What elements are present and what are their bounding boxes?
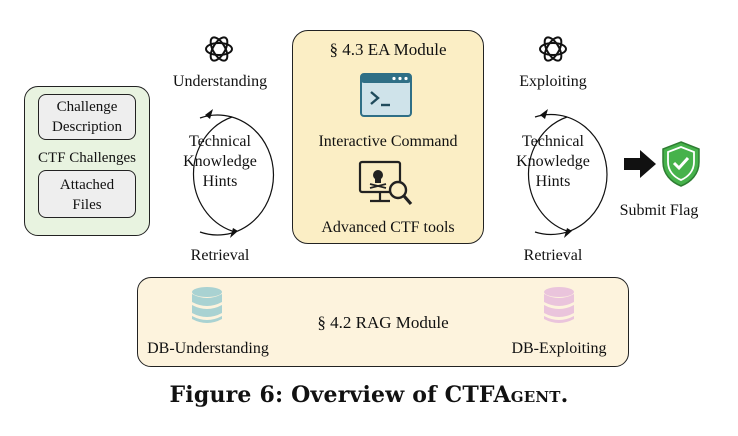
database-icon-understanding <box>192 287 222 323</box>
challenge-description-line2: Description <box>52 119 122 135</box>
openai-logo-icon <box>205 36 233 62</box>
caption-suffix: . <box>560 382 569 408</box>
exploiting-label: Exploiting <box>519 73 587 90</box>
caption-smallcaps: gent <box>510 382 561 408</box>
ea-module-title: § 4.3 EA Module <box>329 40 447 59</box>
attached-files-line2: Files <box>72 197 102 213</box>
challenge-description-card <box>38 94 136 140</box>
ea-module-panel <box>292 30 484 244</box>
db-understanding-label: DB-Understanding <box>147 340 269 357</box>
challenge-description-line1: Challenge <box>56 99 118 115</box>
shield-check-icon <box>662 141 700 187</box>
right-hints-line2: Knowledge <box>516 153 590 170</box>
security-tools-icon <box>358 160 413 206</box>
left-hints-line3: Hints <box>202 173 238 190</box>
right-hints-line1: Technical <box>522 133 584 150</box>
attached-files-card <box>38 170 136 218</box>
caption-prefix: Figure 6: Overview of CTFA <box>169 382 511 408</box>
database-icon-exploiting <box>544 287 574 323</box>
right-hints-line3: Hints <box>535 173 571 190</box>
left-hints-line2: Knowledge <box>183 153 257 170</box>
understanding-label: Understanding <box>172 73 268 90</box>
advanced-ctf-tools-label: Advanced CTF tools <box>321 219 455 236</box>
interactive-command-label: Interactive Command <box>318 133 458 150</box>
right-loop-circle <box>527 109 608 238</box>
figure-caption: Figure 6: Overview of CTFAgent. <box>0 382 738 408</box>
ctf-challenges-label: CTF Challenges <box>38 150 136 166</box>
terminal-icon <box>360 73 412 117</box>
left-loop-circle <box>192 109 275 238</box>
db-exploiting-label: DB-Exploiting <box>511 340 607 357</box>
left-hints-line1: Technical <box>189 133 251 150</box>
right-retrieval-label: Retrieval <box>523 247 583 264</box>
rag-module-title: § 4.2 RAG Module <box>317 313 449 332</box>
openai-logo-icon-right <box>539 36 567 62</box>
submit-flag-label: Submit Flag <box>619 202 699 219</box>
submit-arrow <box>624 150 656 178</box>
left-retrieval-label: Retrieval <box>190 247 250 264</box>
attached-files-line1: Attached <box>59 177 115 193</box>
